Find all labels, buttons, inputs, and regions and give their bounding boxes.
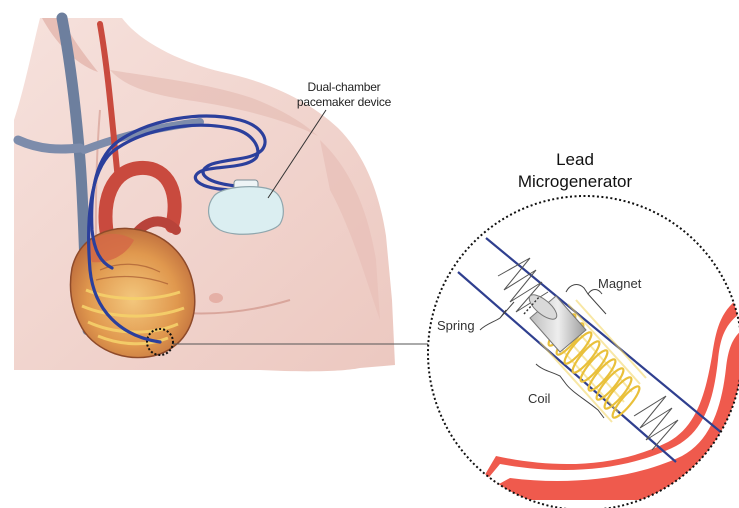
- nipple: [209, 293, 223, 303]
- pacemaker-leads: [87, 114, 267, 344]
- ventricular-lead: [87, 123, 260, 344]
- atrial-lead: [90, 114, 267, 270]
- spring-top: [497, 257, 549, 313]
- microgenerator-title: Lead Microgenerator: [505, 149, 645, 193]
- spring-brace: [479, 301, 515, 331]
- coil-label: Coil: [528, 391, 551, 406]
- subclavian-vein: [13, 135, 85, 154]
- spring-label: Spring: [437, 318, 475, 333]
- pacemaker-device: [208, 109, 327, 235]
- heart-muscle-fibers: [81, 288, 185, 346]
- magnet-brace: [565, 284, 607, 315]
- subclavian-vein-right: [80, 118, 204, 154]
- aorta-arch: [98, 160, 182, 247]
- microgenerator-title-line2: Microgenerator: [517, 172, 633, 191]
- pacemaker-device-label: Dual-chamber pacemaker device: [287, 80, 401, 110]
- lead-tube-wall-bottom: [457, 271, 677, 463]
- spring-bottom: [633, 395, 679, 451]
- pacemaker-device-label-line1: Dual-chamber: [307, 80, 381, 94]
- device-pointer-line: [267, 109, 327, 199]
- coil-brace: [535, 363, 605, 419]
- device-body: [208, 186, 284, 235]
- magnified-view: [427, 195, 739, 508]
- microgenerator-callout-circle: [146, 328, 174, 356]
- heart-chamber-lines: [95, 263, 169, 285]
- carotid-artery: [97, 21, 121, 183]
- lead-tube-wall-top: [485, 237, 729, 439]
- magnet-dotted-guide: [523, 295, 541, 315]
- magnet-label: Magnet: [598, 276, 642, 291]
- torso-illustration: [13, 12, 395, 372]
- clavicle-shade: [110, 70, 318, 136]
- magnet-cylinder: [523, 294, 587, 353]
- heart-wall-inner: [470, 312, 739, 500]
- shoulder-shade: [320, 140, 380, 320]
- pacemaker-device-label-line2: pacemaker device: [296, 95, 392, 109]
- magnified-view-border: [427, 195, 739, 508]
- microgenerator-title-line1: Lead: [556, 150, 594, 169]
